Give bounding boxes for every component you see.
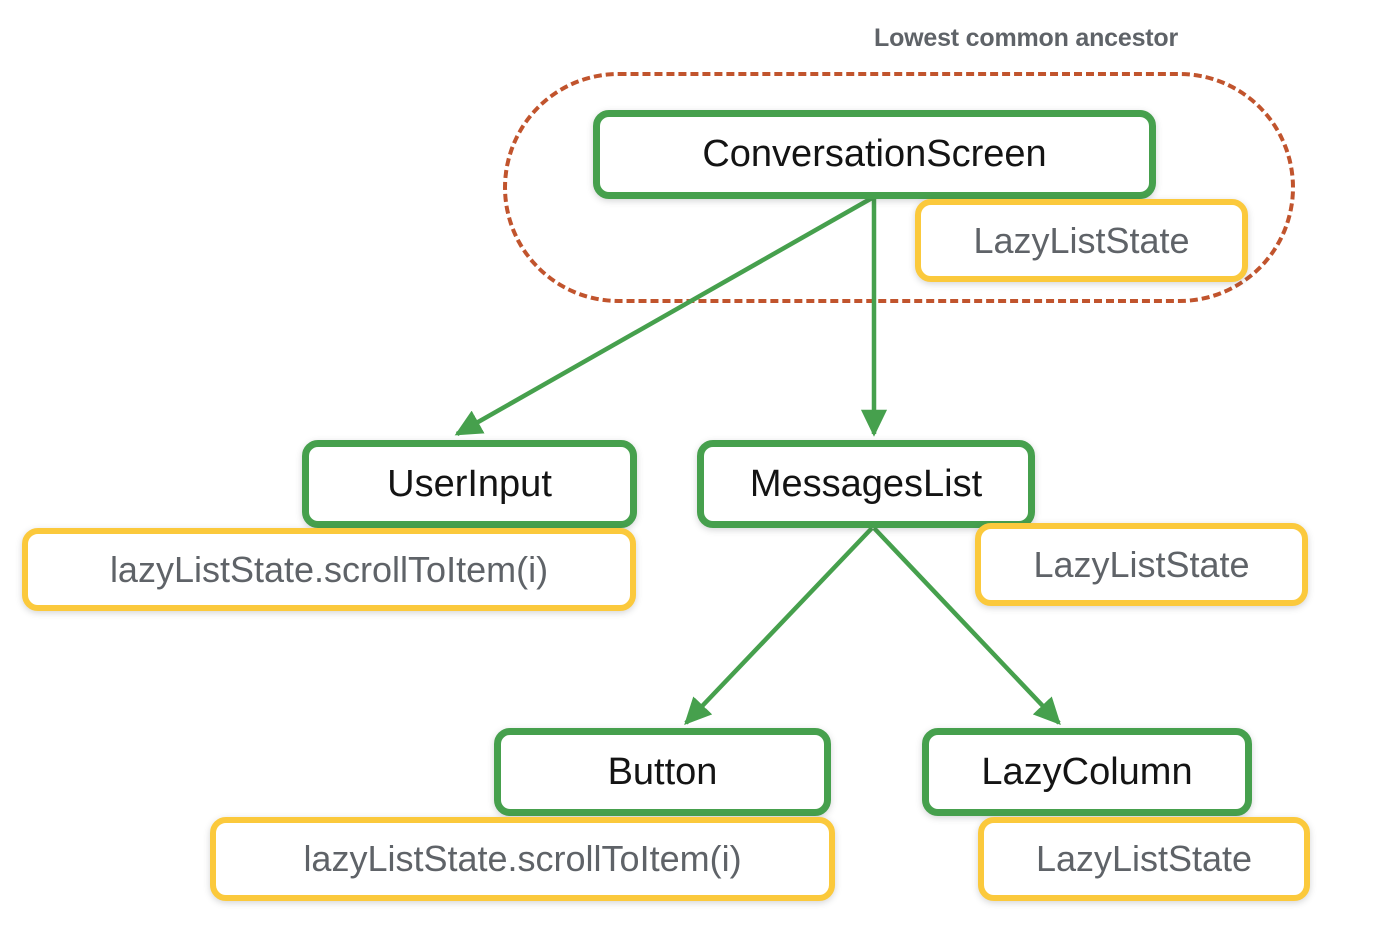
node-user-input-state[interactable]: lazyListState.scrollToItem(i) [22, 528, 636, 611]
node-button[interactable]: Button [494, 728, 831, 816]
node-messages-list-state-label: LazyListState [1033, 543, 1250, 585]
node-button-state[interactable]: lazyListState.scrollToItem(i) [210, 817, 835, 901]
node-user-input-state-label: lazyListState.scrollToItem(i) [109, 548, 549, 590]
node-conversation-screen-state-label: LazyListState [973, 219, 1190, 261]
node-button-state-label: lazyListState.scrollToItem(i) [303, 838, 742, 879]
node-conversation-screen-state[interactable]: LazyListState [915, 199, 1248, 282]
node-lazy-column[interactable]: LazyColumn [922, 728, 1252, 816]
node-messages-list-state[interactable]: LazyListState [975, 523, 1308, 606]
node-lazy-column-state-label: LazyListState [1035, 838, 1253, 879]
node-messages-list[interactable]: MessagesList [697, 440, 1035, 528]
edge-messageslist-to-button [684, 526, 874, 725]
node-user-input-label: UserInput [387, 462, 552, 505]
lowest-common-ancestor-region [503, 72, 1295, 303]
node-button-label: Button [607, 750, 718, 793]
node-user-input[interactable]: UserInput [302, 440, 637, 528]
node-lazy-column-state[interactable]: LazyListState [978, 817, 1310, 901]
lowest-common-ancestor-label: Lowest common ancestor [874, 24, 1178, 52]
node-conversation-screen-label: ConversationScreen [702, 133, 1047, 175]
node-lazy-column-label: LazyColumn [981, 750, 1193, 793]
node-messages-list-label: MessagesList [749, 462, 983, 505]
node-conversation-screen[interactable]: ConversationScreen [593, 110, 1156, 199]
